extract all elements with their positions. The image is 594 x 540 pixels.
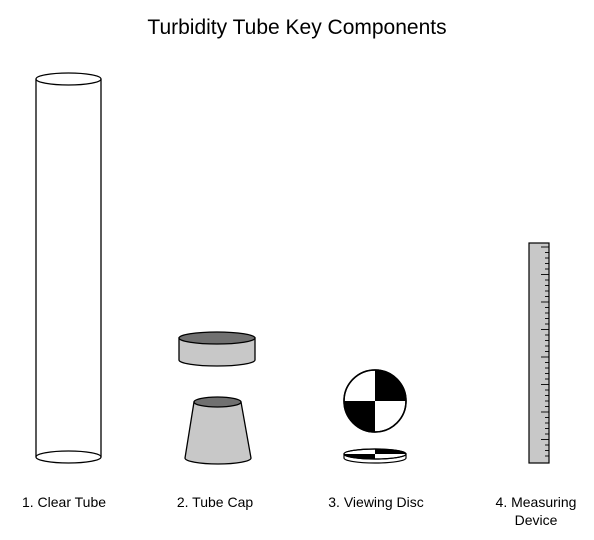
label-viewing-disc: 3. Viewing Disc bbox=[328, 494, 424, 510]
label-tube-cap: 2. Tube Cap bbox=[176, 494, 254, 510]
label-clear-tube: 1. Clear Tube bbox=[21, 494, 107, 510]
measuring-ruler bbox=[528, 242, 550, 464]
label-measuring-device-line1: 4. Measuring bbox=[495, 494, 577, 510]
diagram-title: Turbidity Tube Key Components bbox=[147, 16, 447, 39]
label-measuring-device-line2: Device bbox=[514, 512, 558, 528]
viewing-disc-face bbox=[343, 369, 407, 433]
clear-tube bbox=[35, 72, 102, 464]
viewing-disc-side bbox=[343, 448, 407, 464]
tube-cap-top-piece bbox=[178, 331, 256, 367]
tube-cap-tapered-piece bbox=[184, 396, 252, 465]
label-measuring-device: 4. Measuring Device bbox=[478, 493, 594, 529]
